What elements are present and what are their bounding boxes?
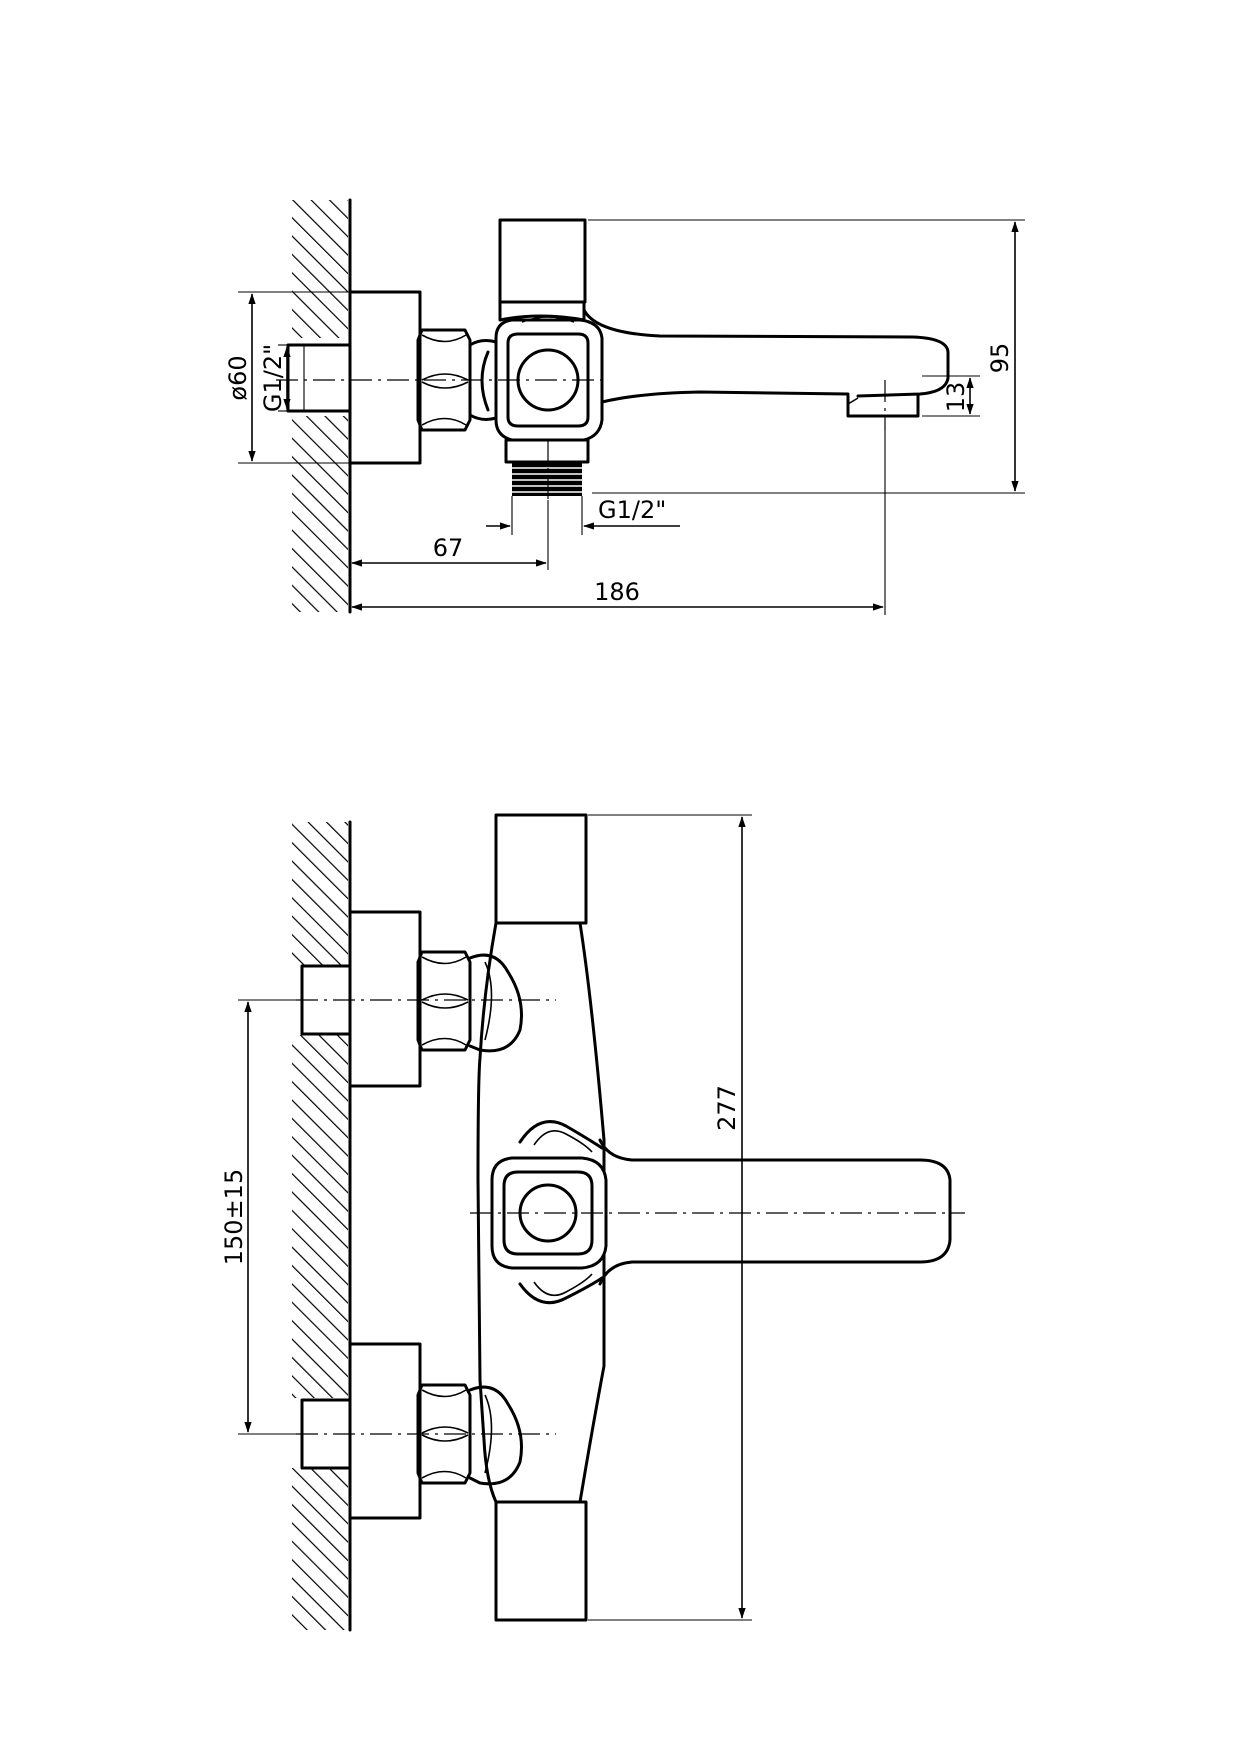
wall-front xyxy=(286,820,352,1632)
dim-height-total: 95 xyxy=(588,219,1025,494)
dim-label-height-total: 95 xyxy=(986,343,1014,374)
dim-label-inlet-thread: G1/2" xyxy=(259,344,287,412)
top-cap-side xyxy=(498,218,587,322)
dim-diameter-flange: ø60 xyxy=(224,291,352,464)
dim-outlet-thread: G1/2" xyxy=(486,496,680,535)
dim-inlet-spacing: 150±15 xyxy=(220,999,296,1435)
main-body-front xyxy=(476,921,606,1504)
lower-inlet-front xyxy=(300,1342,523,1520)
wall-side xyxy=(286,198,352,614)
bottom-cap-front xyxy=(494,1500,588,1622)
valve-body-side xyxy=(480,316,604,442)
upper-inlet-front xyxy=(300,910,523,1088)
top-cap-front xyxy=(494,813,588,925)
spout-side xyxy=(582,308,950,418)
dim-spout-offset: 13 xyxy=(922,375,980,417)
dim-label-inlet-to-outlet: 67 xyxy=(433,534,464,562)
dim-label-spout-offset: 13 xyxy=(942,382,970,413)
dim-inlet-to-outlet: 67 xyxy=(349,500,549,605)
hex-nut-side xyxy=(416,328,472,432)
dim-inlet-thread: G1/2" xyxy=(259,344,292,412)
dim-label-wall-to-spout: 186 xyxy=(594,578,640,606)
dim-label-overall-length: 277 xyxy=(713,1085,741,1131)
front-view: 150±15 277 xyxy=(220,813,965,1632)
dim-wall-to-spout: 186 xyxy=(351,430,886,615)
dim-overall-length: 277 xyxy=(588,814,752,1621)
dim-label-outlet-thread: G1/2" xyxy=(598,496,666,524)
outlet-thread-side xyxy=(504,438,590,496)
dim-label-diameter-flange: ø60 xyxy=(224,355,252,400)
side-view: ø60 G1/2" 95 13 G1/2" xyxy=(224,198,1025,615)
wall-flange-side xyxy=(348,290,422,465)
lever-handle-front xyxy=(518,1120,952,1305)
dim-label-inlet-spacing: 150±15 xyxy=(220,1169,248,1265)
